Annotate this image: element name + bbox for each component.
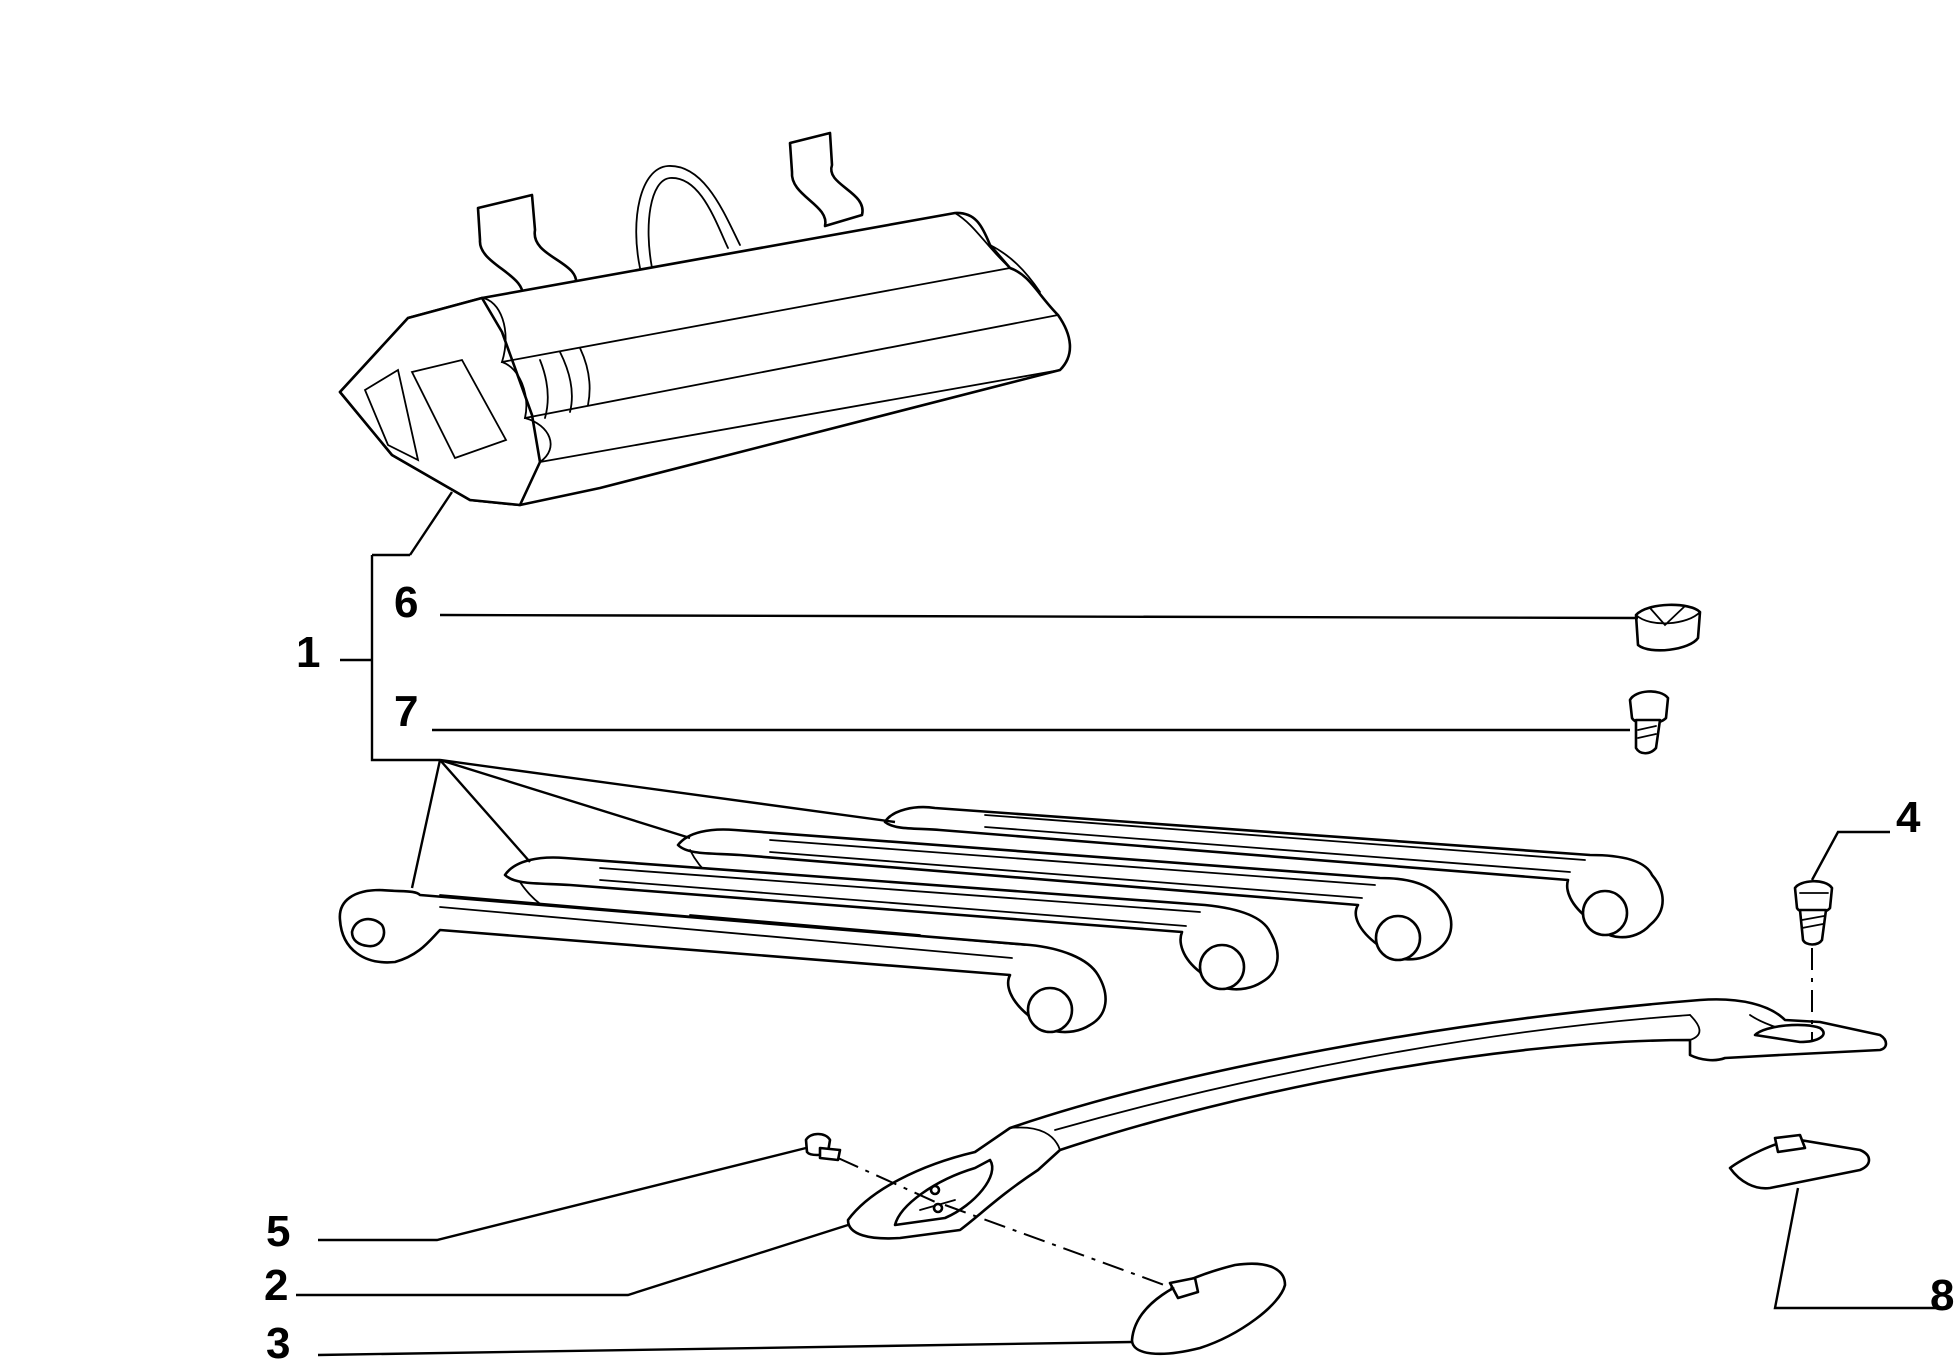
callout-1: 1 — [296, 628, 320, 677]
screw-part-5 — [804, 1132, 842, 1162]
end-cover-part-3 — [1130, 1262, 1287, 1356]
callout-4: 4 — [1896, 793, 1921, 842]
callout-5: 5 — [266, 1207, 290, 1256]
screw-part-7 — [1628, 690, 1670, 755]
leader-lines — [296, 491, 1940, 1357]
callout-6: 6 — [394, 578, 418, 627]
end-cap-part-6 — [1634, 603, 1702, 652]
bolt-part-4 — [1793, 879, 1834, 946]
callout-8: 8 — [1930, 1271, 1954, 1320]
cross-bar-1 — [338, 888, 1107, 1034]
roof-carrier-bag — [338, 131, 1072, 507]
clip-part-8 — [1728, 1133, 1871, 1190]
cross-bar-4 — [883, 805, 1664, 939]
cross-bar-2 — [503, 856, 1279, 991]
callout-3: 3 — [266, 1319, 290, 1361]
roof-cross-bars — [338, 805, 1664, 1034]
callout-2: 2 — [264, 1261, 288, 1310]
callout-7: 7 — [394, 687, 418, 736]
roof-rail-part-2 — [846, 998, 1888, 1240]
